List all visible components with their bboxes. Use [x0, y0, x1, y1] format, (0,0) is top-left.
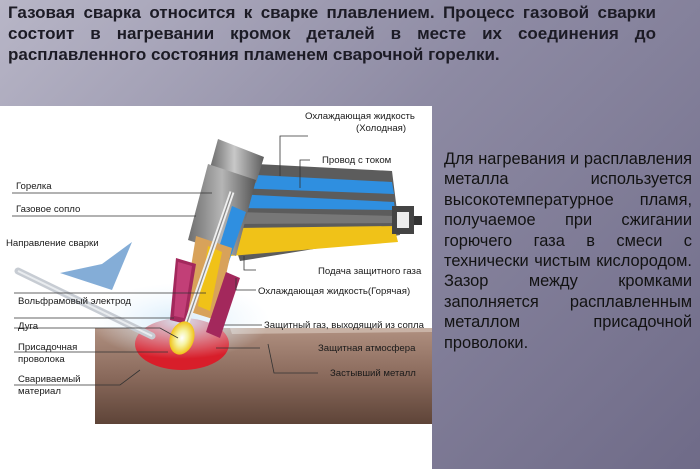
label-base-material: Свариваемый: [18, 374, 80, 385]
leader-lines: [12, 135, 318, 386]
slide-title: Газовая сварка относится к сварке плавле…: [8, 3, 656, 64]
label-arc: Дуга: [18, 321, 39, 332]
label-shield-gas-feed: Подача защитного газа: [318, 266, 422, 277]
solidified-metal: [230, 328, 432, 334]
arc-flame: [169, 321, 195, 355]
torch-head: [188, 164, 256, 256]
label-weld-direction: Направление сварки: [6, 238, 99, 249]
label-solidified-metal: Застывший металл: [330, 368, 416, 379]
label-coolant-cold-note: (Холодная): [356, 123, 406, 134]
label-current-wire: Провод с током: [322, 155, 391, 166]
torch-illustration: Охлаждающая жидкость (Холодная) Провод с…: [6, 111, 432, 424]
label-filler-wire-2: проволока: [18, 354, 65, 365]
label-filler-wire: Присадочная: [18, 342, 77, 353]
description-text: Для нагревания и расплавления металла ис…: [444, 150, 692, 352]
label-coolant-cold: Охлаждающая жидкость: [305, 111, 415, 122]
label-tungsten-electrode: Вольфрамовый электрод: [18, 296, 131, 307]
welding-torch-diagram: Охлаждающая жидкость (Холодная) Провод с…: [0, 106, 432, 469]
label-torch: Горелка: [16, 181, 52, 192]
label-shield-gas-out: Защитный газ, выходящий из сопла: [264, 320, 425, 331]
weld-direction-arrow: [60, 242, 132, 290]
label-gas-nozzle: Газовое сопло: [16, 204, 80, 215]
label-coolant-hot: Охлаждающая жидкость(Горячая): [258, 286, 410, 297]
label-protective-atmosphere: Защитная атмосфера: [318, 343, 416, 354]
label-base-material-2: материал: [18, 386, 61, 397]
